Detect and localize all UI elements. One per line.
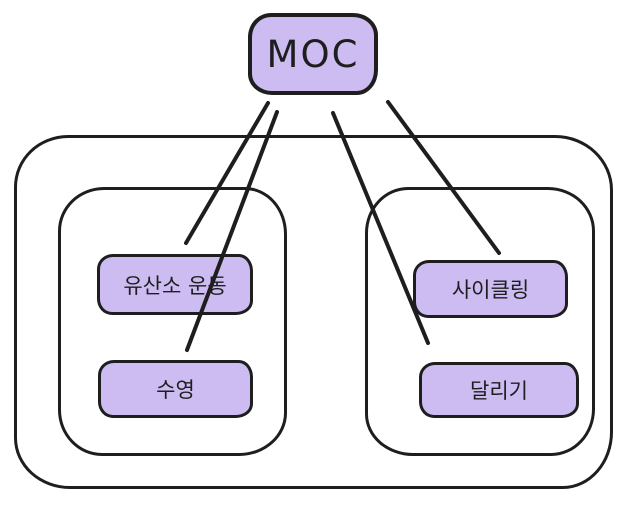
node-cycling-label: 사이클링 (451, 278, 530, 302)
node-running[interactable]: 달리기 (419, 362, 579, 418)
node-cycling[interactable]: 사이클링 (413, 260, 568, 318)
outer-container[interactable] (14, 135, 613, 489)
node-running-label: 달리기 (470, 379, 528, 403)
node-moc[interactable]: MOC (248, 13, 378, 95)
node-aerobic-exercise[interactable]: 유산소 운동 (97, 254, 253, 315)
left-group-container[interactable] (58, 187, 287, 456)
node-aerobic-exercise-label: 유산소 운동 (123, 273, 227, 298)
node-swimming[interactable]: 수영 (98, 360, 253, 418)
node-swimming-label: 수영 (156, 378, 195, 402)
node-moc-label: MOC (266, 32, 360, 76)
